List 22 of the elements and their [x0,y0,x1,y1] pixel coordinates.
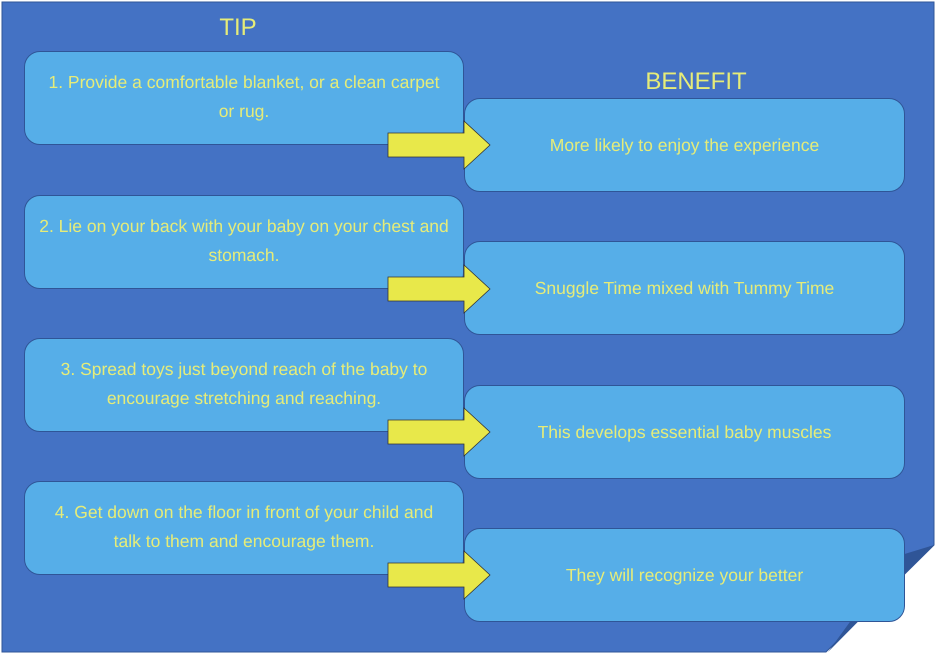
box-text: 2. Lie on your back with your baby on your chest and stomach. [39,215,449,267]
benefit-box [464,385,905,479]
tip-box [24,481,464,575]
benefit-box [464,528,905,622]
block-arrow [388,407,491,457]
tip-box [24,195,464,289]
block-arrow [388,264,491,314]
benefit-box [464,241,905,335]
box-text: More likely to enjoy the experience [550,134,820,157]
block-arrow [388,120,491,170]
box-text: This develops essential baby muscles [538,420,832,444]
tip-box [24,51,464,145]
block-arrow [388,550,491,600]
box-text: Snuggle Time mixed with Tummy Time [534,276,834,300]
column-heading: TIP [219,14,257,42]
box-text: They will recognize your better [566,564,804,587]
tip-box [24,338,464,432]
box-text: 4. Get down on the floor in front of your child and talk to them and encourage them. [54,501,434,553]
box-text: 3. Spread toys just beyond reach of the baby to encourage stretching and reaching. [60,358,428,410]
box-text: 1. Provide a comfortable blanket, or a clean carpet or rug. [47,71,441,123]
benefit-box [464,98,905,192]
column-heading: BENEFIT [645,68,747,96]
